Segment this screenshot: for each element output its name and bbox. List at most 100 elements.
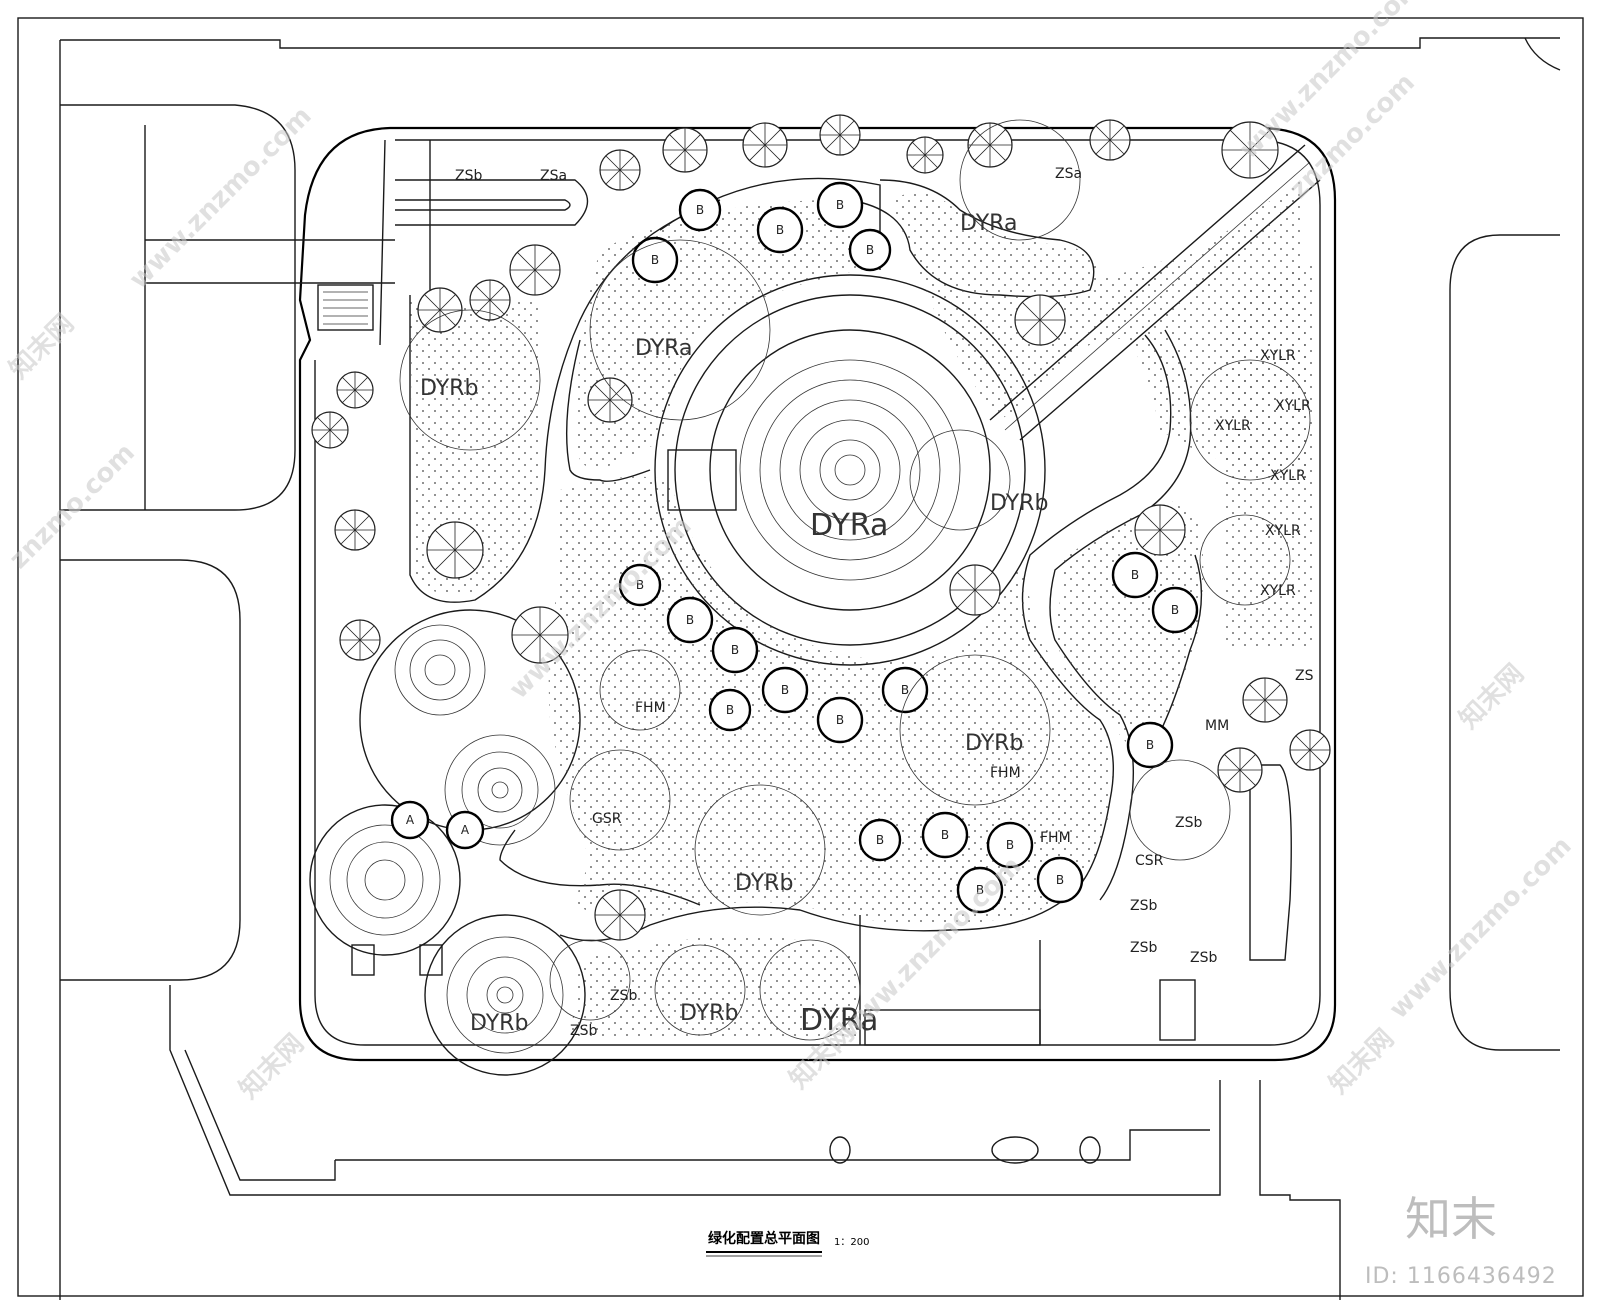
tree-branch-line [839, 120, 855, 136]
tree-branch-line [1142, 529, 1161, 548]
labeled-tree-symbol [816, 696, 864, 744]
site-context [59, 37, 1561, 1300]
planting-zone-label: DYRa [960, 211, 1017, 236]
planting-zone-label: FHM [1040, 830, 1071, 846]
planting-zone-label: ZSb [570, 1023, 597, 1039]
watermark-site: www.znzmo.com [124, 101, 318, 295]
planting-zone-label: XYLR [1215, 418, 1251, 434]
tree-branch-line [439, 294, 456, 311]
tree-branch-line [359, 625, 375, 641]
tree-branch-line [1039, 319, 1058, 338]
shrub-mass-outline [549, 939, 631, 1021]
planting-zone-label: FHM [990, 765, 1021, 781]
watermark-brand: 知末网 [1324, 1024, 1400, 1100]
labeled-tree-symbol [921, 811, 969, 859]
tree-branch-line [911, 154, 926, 169]
tree-branch-line [489, 299, 505, 315]
tree-label: B [1146, 738, 1154, 752]
tree-branch-line [1309, 735, 1325, 751]
tree-branch-line [517, 269, 536, 288]
tree-label: B [836, 713, 844, 727]
labeled-tree-symbol [858, 818, 902, 862]
planting-zone-label: MM [1205, 718, 1229, 734]
planting-zone-label: DYRa [635, 336, 692, 361]
tree-branch-line [609, 399, 626, 416]
tree-branch-line [1249, 684, 1266, 701]
tree-branch-line [1249, 699, 1266, 716]
labeled-tree-symbol [445, 810, 485, 850]
tree-branch-line [619, 169, 635, 185]
tree-branch-line [1229, 149, 1251, 171]
tree-branch-line [1309, 749, 1325, 765]
tree-branch-line [989, 144, 1006, 161]
tree-branch-line [684, 149, 701, 166]
labeled-tree-symbol [1151, 586, 1199, 634]
tree-branch-line [475, 285, 491, 301]
tree-label: B [696, 203, 704, 217]
tree-branch-line [329, 429, 344, 444]
watermark-brand: 知末网 [1454, 659, 1530, 735]
tree-branch-line [749, 129, 766, 146]
planting-zone-label: GSR [592, 811, 622, 827]
labeled-tree-symbol [756, 206, 804, 254]
tree-branch-line [534, 269, 553, 288]
tree-branch-line [825, 134, 841, 150]
labeled-tree-symbol [848, 228, 892, 272]
tree-branch-line [924, 154, 939, 169]
tree-branch-line [669, 149, 686, 166]
tree-branch-line [475, 299, 491, 315]
tree-branch-line [764, 129, 781, 146]
park-boundary [298, 126, 1337, 1062]
planting-zone-label: DYRb [680, 1001, 738, 1026]
tree-branch-line [619, 897, 638, 916]
tree-label: B [1006, 838, 1014, 852]
tree-branch-line [602, 914, 621, 933]
planting-zone-label: CSR [1135, 853, 1164, 869]
tree-label: A [406, 813, 415, 827]
tree-branch-line [359, 639, 375, 655]
tree-branch-line [454, 529, 476, 551]
tree-branch-line [424, 309, 441, 326]
tree-label: B [726, 703, 734, 717]
tree-branch-line [354, 515, 370, 531]
tree-branch-line [345, 625, 361, 641]
tree-branch-line [519, 614, 541, 636]
tree-label: B [866, 243, 874, 257]
tree-branch-line [1095, 125, 1111, 141]
labeled-tree-symbol [711, 626, 759, 674]
shrub-mass-outline [759, 939, 861, 1041]
planting-zone-label: DYRb [990, 491, 1048, 516]
tree-branch-line [974, 129, 991, 146]
tree-branch-line [1295, 749, 1311, 765]
tree-branch-line [1109, 125, 1125, 141]
tree-branch-line [1022, 302, 1041, 321]
planting-zone-label: XYLR [1260, 583, 1296, 599]
tree-branch-line [1095, 139, 1111, 155]
labeled-tree-symbol [678, 188, 722, 232]
watermark-site: znzmo.com [4, 438, 141, 575]
planting-zone-label: XYLR [1265, 523, 1301, 539]
planting-zone-label: DYRb [735, 871, 793, 896]
tree-branch-line [329, 416, 344, 431]
tree-branch-line [1264, 699, 1281, 716]
tree-branch-line [764, 144, 781, 161]
tree-branch-line [974, 572, 993, 591]
planting-zone-label: ZSb [455, 168, 482, 184]
tree-branch-line [924, 141, 939, 156]
shrub-mass-outline [959, 119, 1081, 241]
tree-label: B [651, 253, 659, 267]
tree-branch-line [539, 614, 561, 636]
planting-zone-label: ZSa [1055, 166, 1082, 182]
tree-branch-line [1159, 529, 1178, 548]
tree-branch-line [1109, 139, 1125, 155]
tree-branch-line [839, 134, 855, 150]
tree-branch-line [1249, 129, 1271, 151]
tree-branch-line [519, 634, 541, 656]
tree-branch-line [340, 515, 356, 531]
planting-zone-label: XYLR [1260, 348, 1296, 364]
tree-branch-line [609, 384, 626, 401]
shrub-mass-outline [599, 649, 681, 731]
zone-labels: DYRaDYRaDYRaDYRaDYRbDYRbDYRbDYRbDYRbDYRb… [420, 166, 1314, 1039]
tree-branch-line [974, 589, 993, 608]
